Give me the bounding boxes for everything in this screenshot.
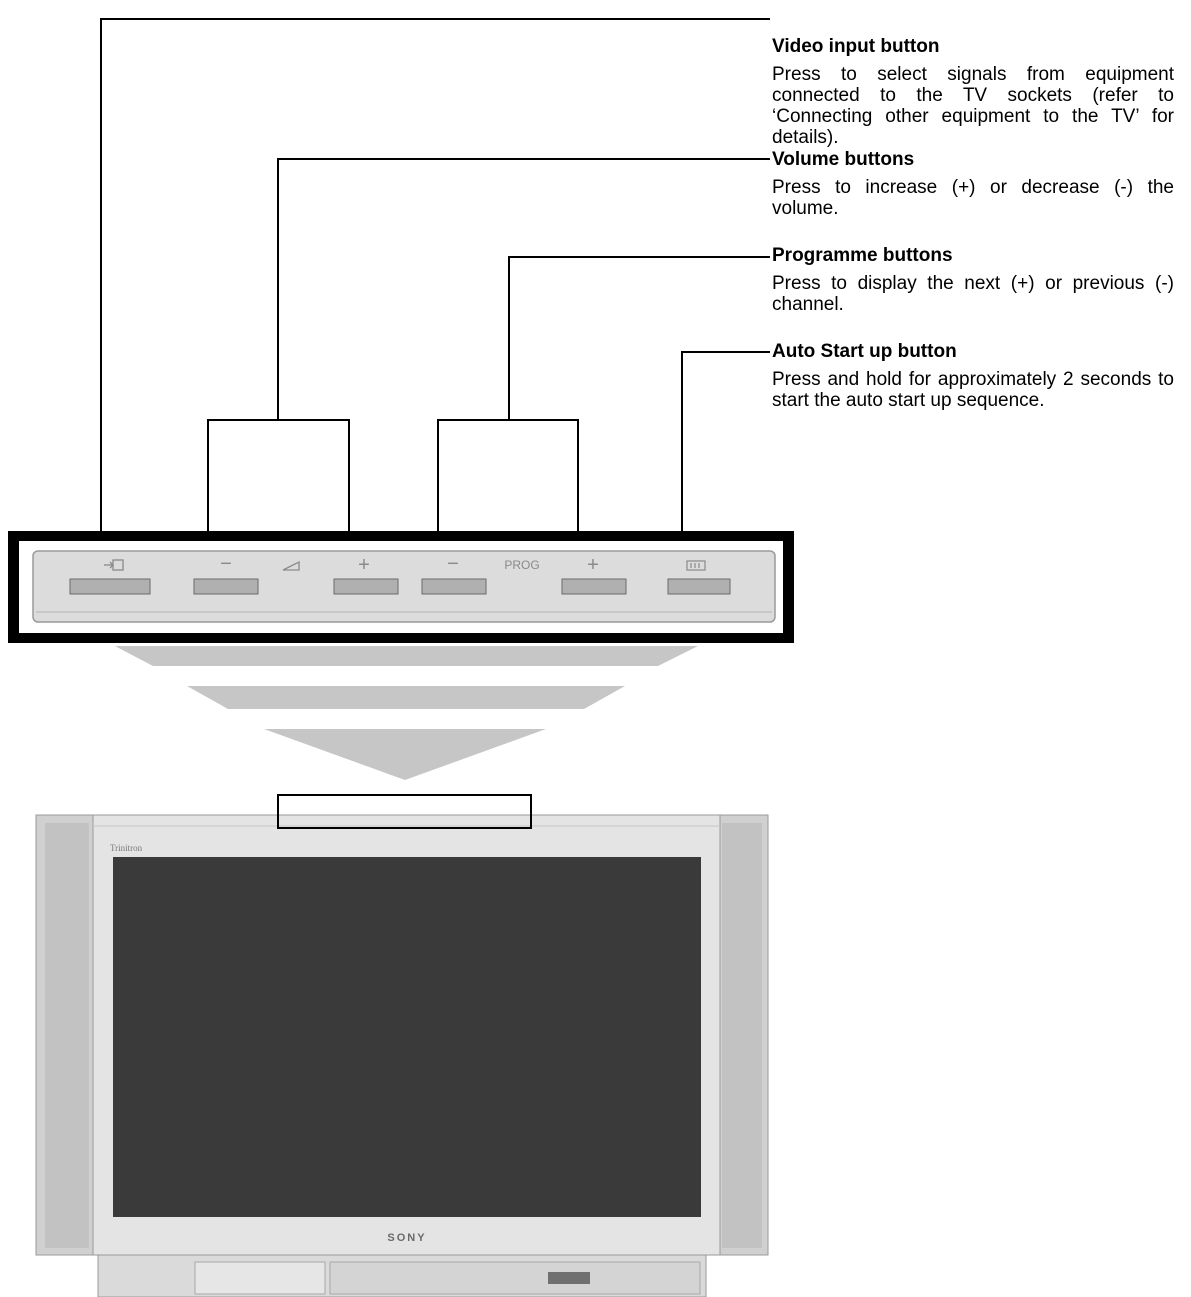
- callout-title: Programme buttons: [772, 245, 953, 266]
- callout-volume: Volume buttons Press to increase (+) or …: [772, 148, 1174, 219]
- programme-minus-button[interactable]: [421, 578, 487, 595]
- panel-strip: [32, 550, 776, 623]
- programme-minus-label: −: [447, 553, 459, 575]
- prog-label: PROG: [504, 558, 539, 572]
- volume-plus-button[interactable]: [333, 578, 399, 595]
- tv-brand-logo: SONY: [387, 1232, 426, 1244]
- callout-description: Press to display the next (+) or previou…: [772, 273, 1174, 315]
- callout-title: Volume buttons: [772, 149, 915, 170]
- leader-volume-stem: [277, 158, 770, 420]
- zoom-arrow: [115, 646, 698, 780]
- volume-minus-label: −: [220, 553, 232, 575]
- tv-model-text: Trinitron: [110, 843, 143, 853]
- leader-video-input: [100, 18, 770, 589]
- tv-control-strip: [548, 1272, 590, 1284]
- programme-plus-label: +: [587, 554, 599, 576]
- volume-wedge-icon: [282, 560, 300, 571]
- leader-programme-stem: [508, 256, 770, 420]
- leader-auto-start: [681, 351, 770, 589]
- panel-buttons: [69, 578, 731, 595]
- callout-title: Video input button: [772, 36, 940, 57]
- callout-description: Press to select signals from equipment c…: [772, 64, 1174, 148]
- volume-minus-button[interactable]: [193, 578, 259, 595]
- auto-start-icon: [686, 560, 706, 571]
- tv-set: Trinitron SONY: [35, 794, 769, 1297]
- tv-panel-highlight: [277, 794, 532, 829]
- programme-plus-button[interactable]: [561, 578, 627, 595]
- auto-start-button[interactable]: [667, 578, 731, 595]
- callout-video-input: Video input button Press to select signa…: [772, 35, 1174, 148]
- callout-title: Auto Start up button: [772, 341, 957, 362]
- callout-programme: Programme buttons Press to display the n…: [772, 244, 1174, 315]
- callout-auto-start: Auto Start up button Press and hold for …: [772, 340, 1174, 411]
- leader-lines: [100, 18, 770, 589]
- tv-screen: [113, 857, 701, 1217]
- callout-description: Press and hold for approximately 2 secon…: [772, 369, 1174, 411]
- video-input-button[interactable]: [69, 578, 151, 595]
- input-arrow-icon: [104, 559, 124, 571]
- callout-description: Press to increase (+) or decrease (-) th…: [772, 177, 1174, 219]
- volume-plus-label: +: [358, 554, 370, 576]
